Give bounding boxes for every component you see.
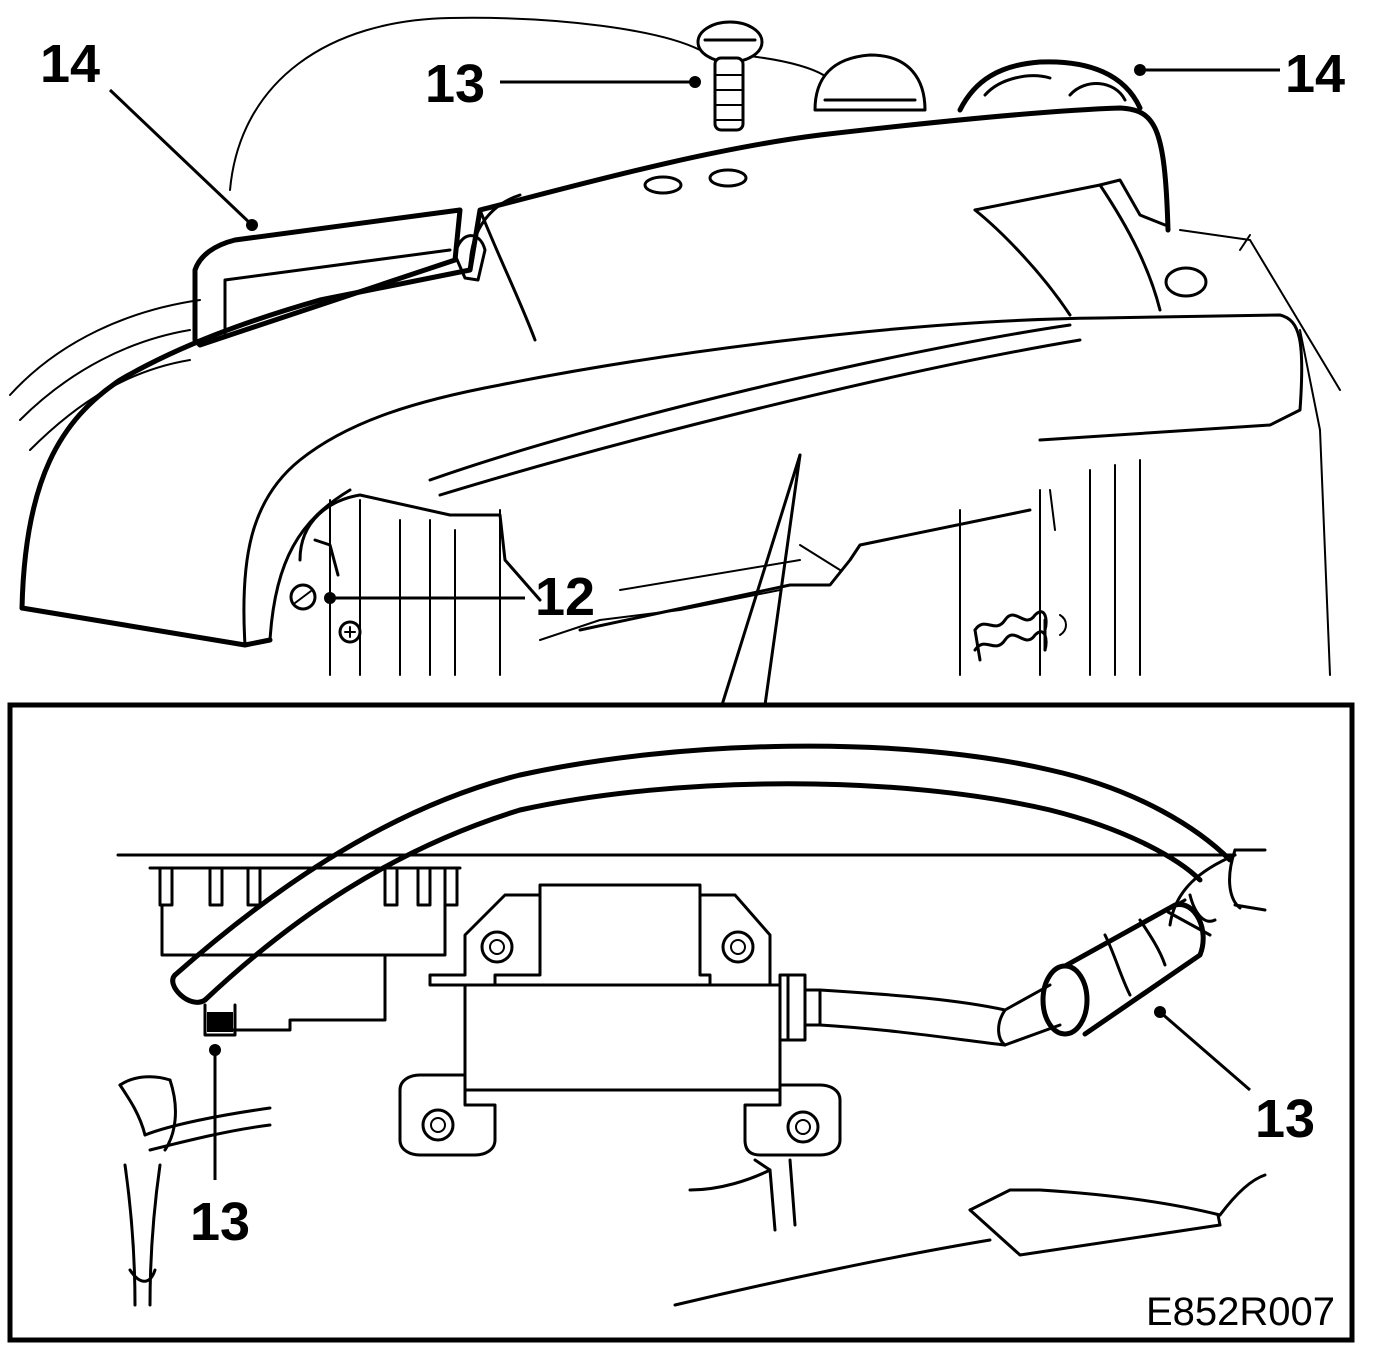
callout-13-top: 13 xyxy=(425,54,485,114)
drawing-code: E852R007 xyxy=(1146,1290,1335,1334)
callout-12: 12 xyxy=(535,567,595,627)
right-handle-14 xyxy=(957,59,1143,113)
screw-13 xyxy=(696,20,764,132)
callout-14-right: 14 xyxy=(1285,44,1345,104)
callout-13-inset-left: 13 xyxy=(190,1192,250,1252)
detail-inset xyxy=(7,702,1355,1343)
filler-cap xyxy=(813,53,927,112)
callout-13-inset-right: 13 xyxy=(1255,1089,1315,1149)
connector-13 xyxy=(1040,898,1212,1037)
control-module xyxy=(398,883,842,1157)
spring xyxy=(973,610,1067,662)
callout-14-left: 14 xyxy=(40,34,100,94)
top-view-assembly xyxy=(9,16,1341,707)
